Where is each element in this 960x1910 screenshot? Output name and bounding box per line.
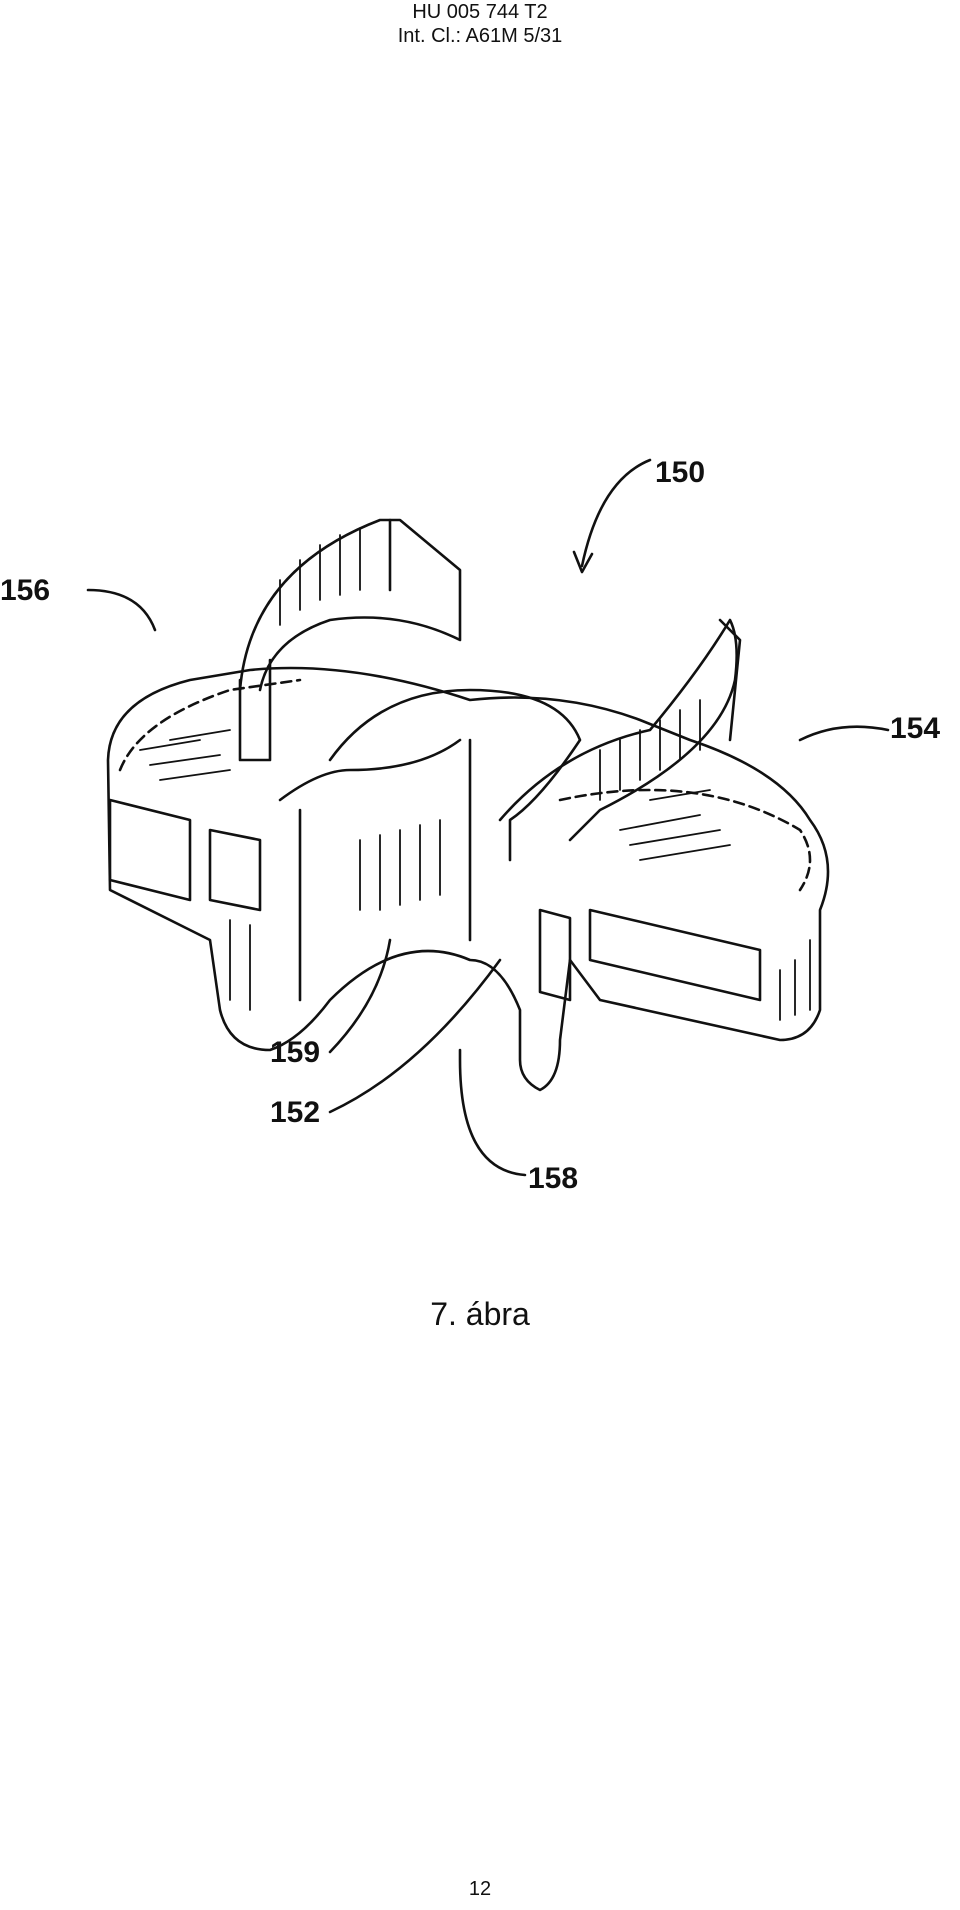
right-window-inner (538, 908, 572, 1002)
ref-label-159: 159 (270, 1036, 320, 1069)
page-number: 12 (468, 1878, 492, 1900)
center-cavity (328, 688, 582, 862)
right-window (588, 908, 762, 1002)
classification: Int. Cl.: A61M 5/31 (397, 25, 563, 47)
ref-label-154: 154 (890, 712, 940, 745)
leader-152 (328, 958, 502, 1114)
leader-154 (798, 725, 890, 742)
patent-drawing: 150 156 154 159 152 158 (0, 456, 940, 1195)
patent-number: HU 005 744 T2 (412, 1, 548, 23)
left-window-inner (208, 828, 262, 912)
top-edge-right (558, 788, 812, 892)
ref-label-152: 152 (270, 1096, 320, 1129)
leader-159 (328, 938, 392, 1054)
left-post (238, 658, 272, 762)
leader-150 (580, 458, 652, 568)
shading-hatch (139, 527, 811, 1021)
right-wall (498, 618, 738, 842)
ref-label-156: 156 (0, 574, 50, 607)
figure-caption: 7. ábra (430, 1296, 530, 1332)
leader-156 (86, 588, 157, 632)
ref-label-158: 158 (528, 1162, 578, 1195)
ref-label-150: 150 (655, 456, 705, 489)
leader-158 (458, 1048, 527, 1177)
left-window (108, 798, 192, 902)
top-edge-left (118, 678, 302, 772)
arrowhead-150 (572, 550, 594, 574)
center-rim (278, 738, 462, 802)
outline-body (106, 666, 830, 1092)
right-wall-edge (718, 618, 742, 742)
left-wall (238, 518, 462, 692)
